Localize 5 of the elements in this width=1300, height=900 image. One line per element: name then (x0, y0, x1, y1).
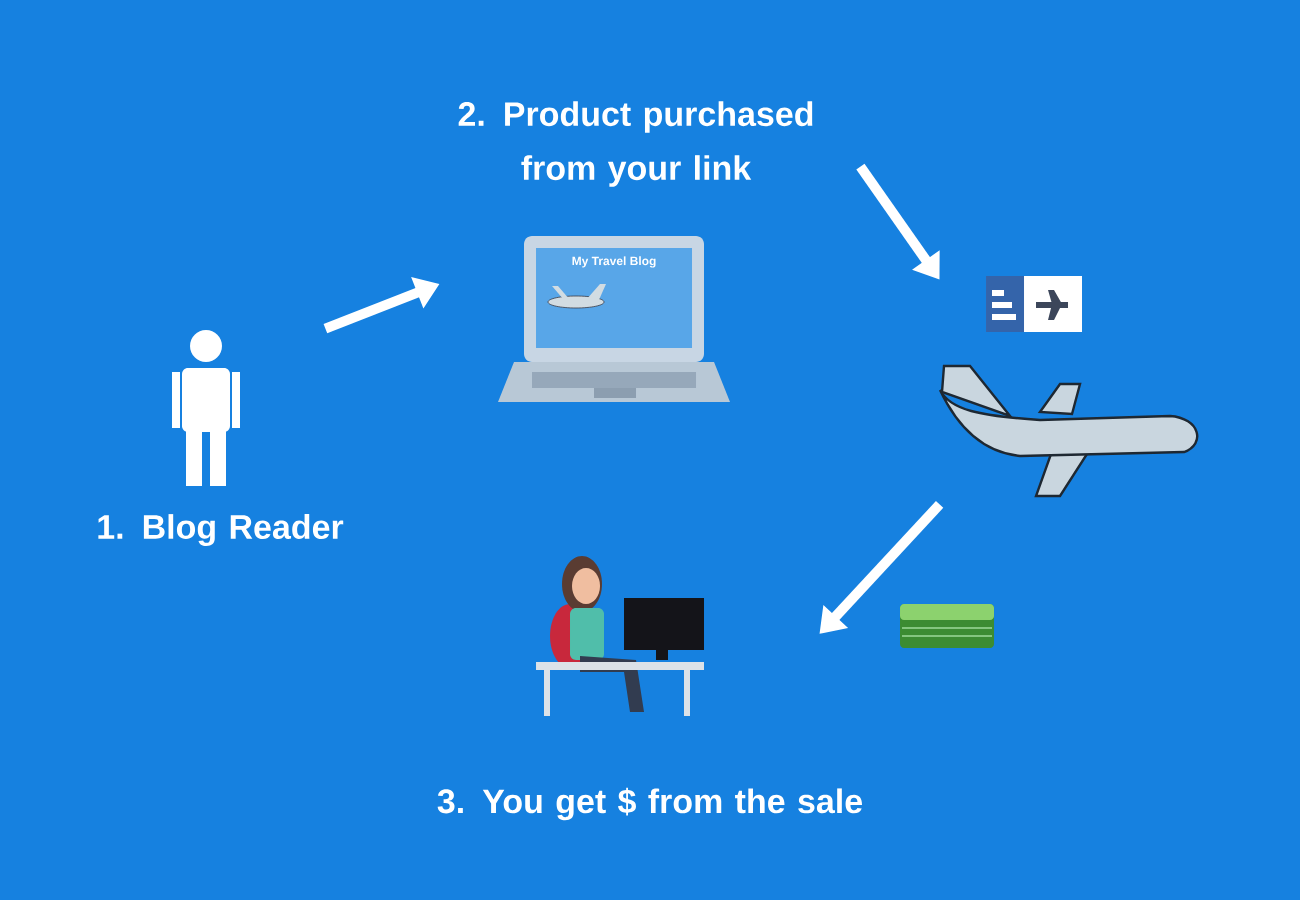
person-drawing (172, 330, 240, 486)
node-label: 2. Product purchased from your link (458, 101, 813, 187)
node-label: 1. Blog Reader (98, 514, 344, 546)
node-label: 3. You get $ from the sale (437, 787, 862, 821)
woman-at-desk-drawing (536, 556, 704, 716)
